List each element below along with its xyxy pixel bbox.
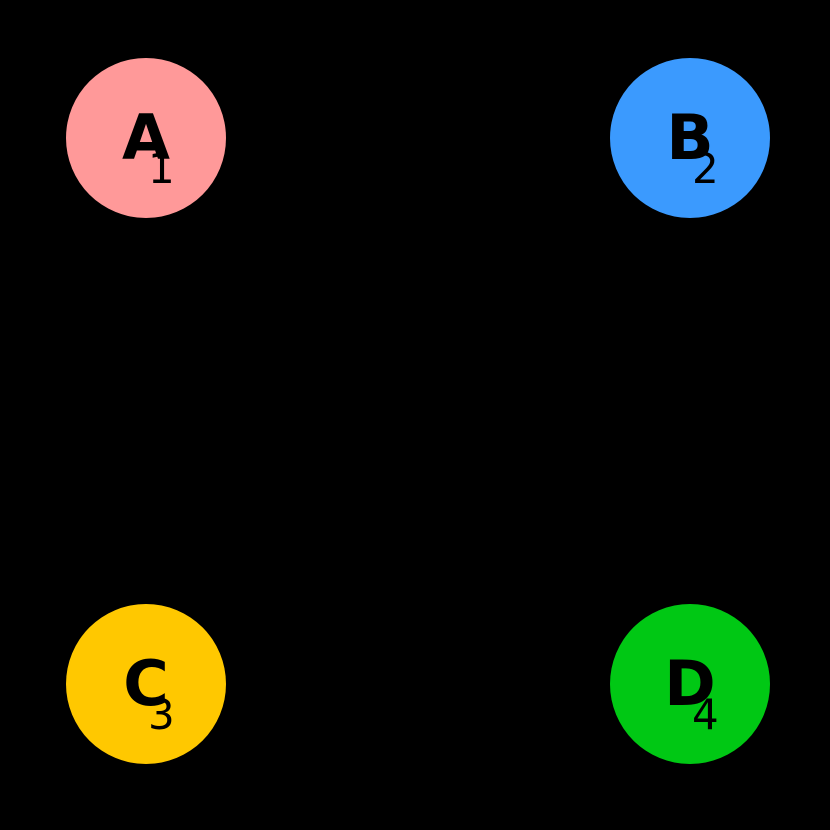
node-b-index: 2 [692,144,719,193]
node-c-index: 3 [148,690,175,739]
node-b-label-group: B 2 [610,58,770,218]
graph-node-b[interactable]: B 2 [610,58,770,218]
node-d-index: 4 [692,690,719,739]
node-a-index: 1 [148,144,175,193]
node-d-letter: D [664,647,716,720]
node-a-label-group: A 1 [66,58,226,218]
node-c-letter: C [123,647,169,720]
graph-node-c[interactable]: C 3 [66,604,226,764]
node-a-letter: A [122,101,170,174]
node-b-letter: B [666,101,714,174]
graph-node-d[interactable]: D 4 [610,604,770,764]
node-d-label-group: D 4 [610,604,770,764]
graph-node-a[interactable]: A 1 [66,58,226,218]
node-c-label-group: C 3 [66,604,226,764]
